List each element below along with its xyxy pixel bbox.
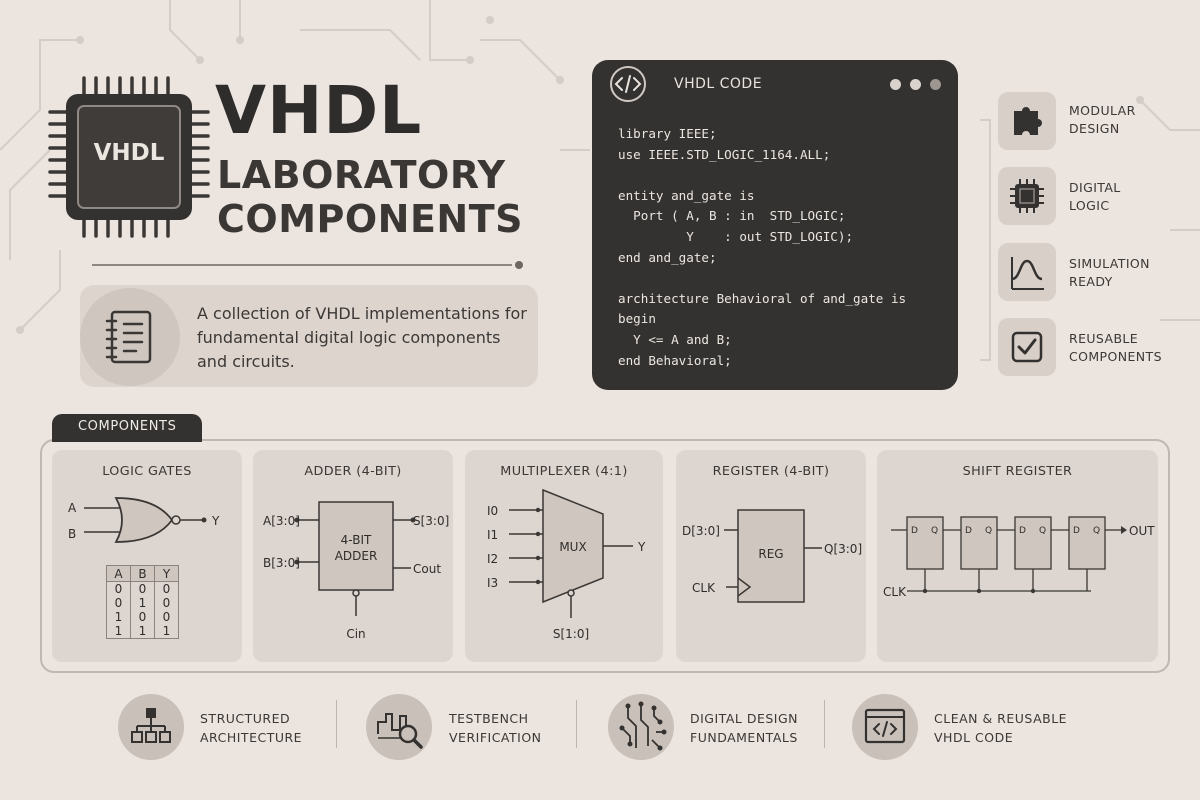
gate-input-a: A (68, 501, 77, 515)
feature-simulation-box (998, 243, 1056, 301)
adder-block-line2: ADDER (335, 549, 378, 563)
puzzle-icon (1014, 107, 1042, 135)
code-window-icon (864, 708, 906, 744)
title-divider (92, 264, 512, 266)
truth-header-a: A (106, 565, 131, 582)
adder-block-line1: 4-BIT (341, 533, 372, 547)
code-brackets-icon (610, 66, 646, 102)
feature-modular-box (998, 92, 1056, 150)
adder-input-a: A[3:0] (263, 514, 300, 528)
logic-gates-title: LOGIC GATES (102, 464, 192, 479)
adder-title: ADDER (4-BIT) (304, 464, 402, 479)
components-tab[interactable] (52, 414, 202, 442)
truth-header-y: Y (154, 565, 179, 582)
truth-header-b: B (130, 565, 155, 582)
adder-output-s: S[3:0] (413, 514, 449, 528)
register-input-d: D[3:0] (682, 524, 720, 538)
code-window (592, 60, 958, 390)
hierarchy-icon (131, 708, 171, 743)
ff2-d: D (965, 526, 972, 536)
testbench-icon-circle (366, 694, 432, 760)
window-dot-2[interactable] (910, 79, 921, 90)
register-clk: CLK (692, 581, 716, 595)
description-text: A collection of VHDL implementations for… (197, 304, 527, 371)
ff2-q: Q (985, 526, 992, 536)
magnifier-waveform-icon (377, 713, 423, 749)
structured-architecture-icon-circle (118, 694, 184, 760)
mux-input-i0: I0 (487, 504, 498, 518)
register-output-q: Q[3:0] (824, 542, 862, 556)
shift-register-clk: CLK (883, 585, 907, 599)
notebook-icon (105, 310, 152, 364)
digital-design-icon-circle (608, 694, 674, 760)
ff3-d: D (1019, 526, 1026, 536)
mux-input-i2: I2 (487, 552, 498, 566)
window-dot-1[interactable] (890, 79, 901, 90)
ff4-q: Q (1093, 526, 1100, 536)
feature-digital-box (998, 167, 1056, 225)
shift-register-title: SHIFT REGISTER (962, 464, 1073, 479)
waveform-icon (1011, 257, 1044, 290)
mux-block-label: MUX (559, 540, 586, 554)
register-diagram: D[3:0] REG Q[3:0] CLK (682, 509, 862, 603)
mux-output-y: Y (637, 540, 646, 554)
ff1-d: D (911, 526, 918, 536)
mux-title: MULTIPLEXER (4:1) (500, 464, 628, 479)
bottom-divider-3 (824, 700, 825, 748)
page-title: VHDL (215, 72, 423, 149)
shift-register-out: OUT (1129, 524, 1155, 538)
title-divider-dot (515, 261, 523, 269)
adder-diagram: 4-BIT ADDER A[3:0] B[3:0] S[3:0] Cout Ci… (263, 501, 449, 641)
page-subtitle-line2: COMPONENTS (217, 197, 524, 241)
clean-code-icon-circle (852, 694, 918, 760)
checkbox-icon (1011, 331, 1043, 363)
ff4-d: D (1073, 526, 1080, 536)
register-block-label: REG (758, 547, 783, 561)
code-window-title: VHDL CODE (674, 76, 763, 92)
chip-icon (1010, 179, 1044, 213)
bottom-divider-1 (336, 700, 337, 748)
ff3-q: Q (1039, 526, 1046, 536)
vhdl-chip-logo (48, 76, 210, 238)
mux-input-i1: I1 (487, 528, 498, 542)
adder-input-cin: Cin (346, 627, 365, 641)
bottom-divider-2 (576, 700, 577, 748)
ff1-q: Q (931, 526, 938, 536)
code-body: library IEEE; use IEEE.STD_LOGIC_1164.AL… (618, 126, 907, 368)
chip-label: VHDL (93, 140, 165, 166)
adder-input-b: B[3:0] (263, 556, 300, 570)
notebook-icon-circle (80, 288, 180, 386)
adder-output-cout: Cout (413, 562, 441, 576)
mux-input-i3: I3 (487, 576, 498, 590)
gate-input-b: B (68, 527, 76, 541)
page-subtitle-line1: LABORATORY (217, 153, 506, 197)
window-dot-3[interactable] (930, 79, 941, 90)
gate-output-y: Y (211, 514, 220, 528)
mux-diagram: I0 I1 I2 I3 MUX Y S[1:0] (487, 488, 646, 641)
components-tab-label: COMPONENTS (78, 419, 177, 434)
register-title: REGISTER (4-BIT) (712, 464, 830, 479)
mux-select: S[1:0] (553, 627, 589, 641)
shift-register-diagram: D Q D Q D Q D Q OUT CLK (883, 516, 1155, 599)
nand-gate-diagram: A B Y (68, 497, 220, 543)
circuit-icon (619, 701, 667, 751)
components-frame (40, 439, 1170, 673)
feature-reusable-box (998, 318, 1056, 376)
